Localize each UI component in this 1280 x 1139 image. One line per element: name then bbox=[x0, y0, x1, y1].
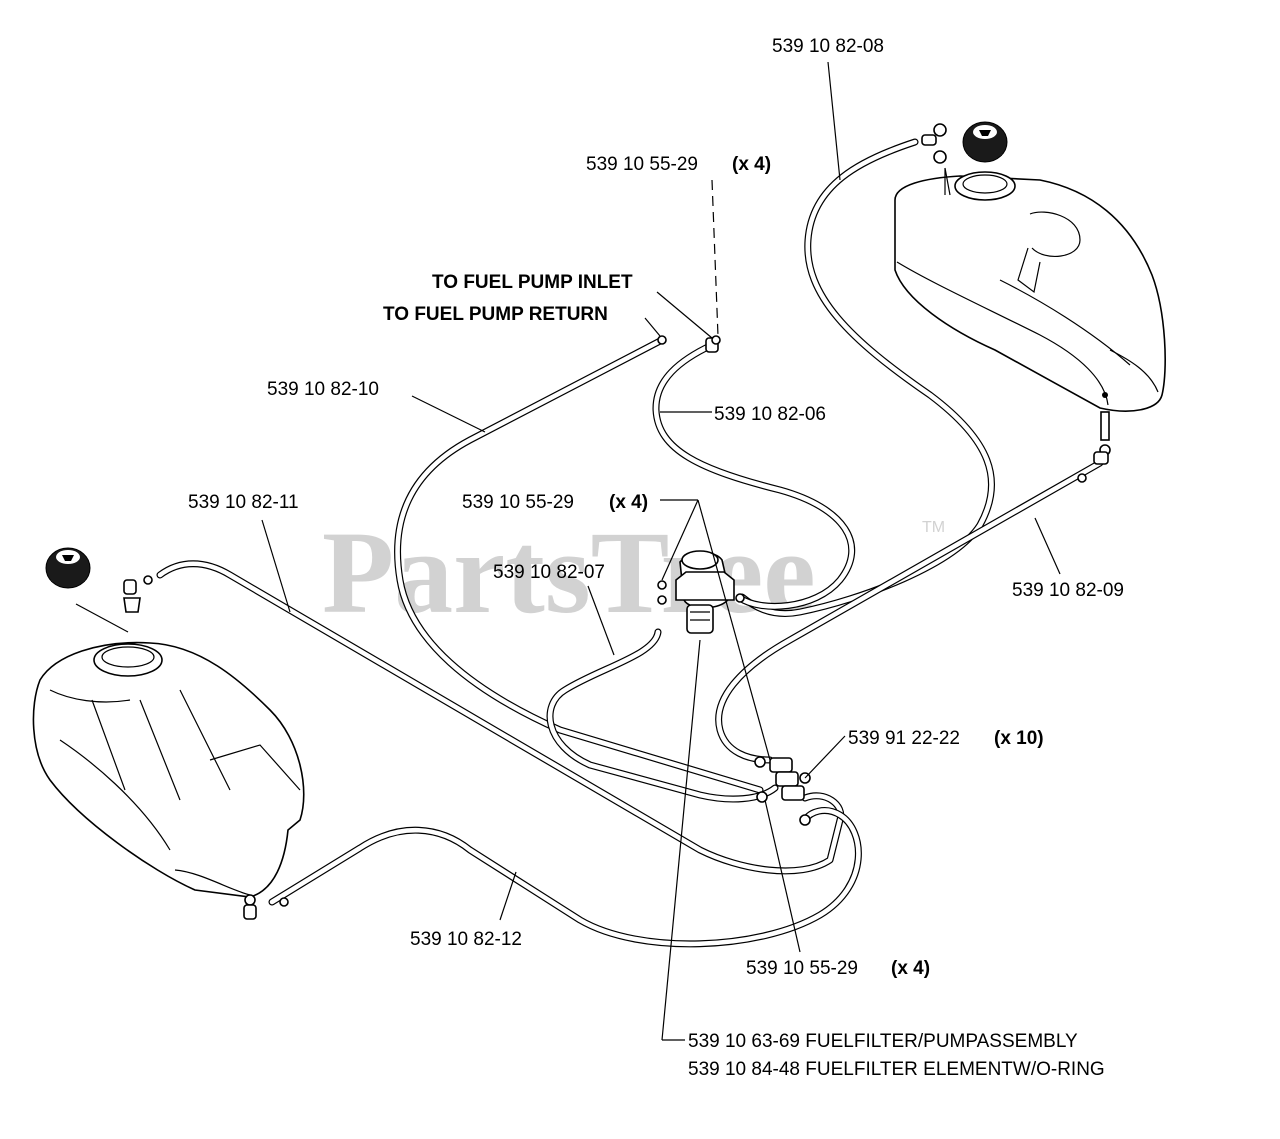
label-to-fuel-pump-inlet: TO FUEL PUMP INLET bbox=[432, 272, 633, 293]
label-539-10-82-08: 539 10 82-08 bbox=[772, 36, 884, 57]
label-clamp-top-qty: (x 4) bbox=[732, 154, 771, 175]
hose-539-10-82-09 bbox=[715, 459, 1104, 764]
label-539-10-82-10: 539 10 82-10 bbox=[267, 379, 379, 400]
label-filter-assembly: 539 10 63-69 FUELFILTER/PUMPASSEMBLY bbox=[688, 1031, 1078, 1052]
label-filter-element: 539 10 84-48 FUELFILTER ELEMENTW/O-RING bbox=[688, 1059, 1105, 1080]
watermark: PartsTree bbox=[322, 507, 816, 638]
label-clip-qty: (x 10) bbox=[994, 728, 1044, 749]
fuel-cap-right bbox=[962, 121, 1008, 163]
label-539-10-82-06: 539 10 82-06 bbox=[714, 404, 826, 425]
leader-lines bbox=[261, 61, 1061, 1041]
tank-left-fitting bbox=[75, 575, 153, 633]
tank-right-fitting bbox=[921, 123, 951, 196]
hose-539-10-82-08 bbox=[738, 138, 996, 617]
hose-539-10-82-07 bbox=[546, 628, 779, 803]
hose-539-10-82-12 bbox=[268, 807, 862, 948]
label-539-10-82-12: 539 10 82-12 bbox=[410, 929, 522, 950]
hose-539-10-82-11 bbox=[156, 560, 845, 875]
fuel-tank-right bbox=[894, 171, 1166, 456]
label-clamp-top: 539 10 55-29 bbox=[586, 154, 698, 175]
hose-539-10-82-06 bbox=[652, 341, 856, 610]
label-clamp-mid: 539 10 55-29 bbox=[462, 492, 574, 513]
label-clamp-low: 539 10 55-29 bbox=[746, 958, 858, 979]
hose-539-10-82-10 bbox=[394, 336, 764, 794]
label-to-fuel-pump-return: TO FUEL PUMP RETURN bbox=[383, 304, 608, 325]
hose-clip-cluster bbox=[754, 756, 811, 826]
watermark-trademark: TM bbox=[922, 519, 945, 536]
clamp-fittings bbox=[279, 335, 1109, 907]
label-clip: 539 91 22-22 bbox=[848, 728, 960, 749]
label-539-10-82-11: 539 10 82-11 bbox=[188, 492, 299, 513]
fuel-cap-left bbox=[45, 547, 91, 589]
label-clamp-low-qty: (x 4) bbox=[891, 958, 930, 979]
label-539-10-82-09: 539 10 82-09 bbox=[1012, 580, 1124, 601]
fuel-tank-left bbox=[32, 641, 305, 920]
label-539-10-82-07: 539 10 82-07 bbox=[493, 562, 605, 583]
label-clamp-mid-qty: (x 4) bbox=[609, 492, 648, 513]
